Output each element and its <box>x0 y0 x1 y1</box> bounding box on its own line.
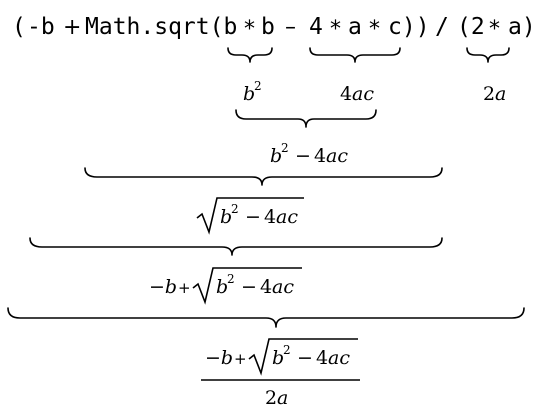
frac-radical-sign <box>248 338 358 376</box>
label-4ac: 4 ac <box>340 83 374 105</box>
code-times-4: * <box>489 17 500 42</box>
num-plus: + <box>178 279 191 297</box>
label-2a: 2 a <box>483 83 506 105</box>
frac-minus: − <box>297 347 313 369</box>
label-numerator-part: −b + b 2 − 4 ac <box>149 267 302 305</box>
disc-ac: ac <box>326 145 348 167</box>
ac-symbol: ac <box>352 83 374 105</box>
disc-4: 4 <box>314 145 326 167</box>
code-open-paren: ( <box>12 14 26 40</box>
brace-4ac <box>309 47 401 63</box>
frac-plus: + <box>234 350 247 368</box>
label-sqrt: b 2 − 4 ac <box>196 197 304 235</box>
disc-b: b <box>270 145 282 167</box>
frac-4: 4 <box>316 347 328 369</box>
code-times-1: * <box>244 17 255 42</box>
radical-sign <box>196 197 304 235</box>
label-discriminant: b 2 − 4 ac <box>270 141 348 167</box>
disc-minus: − <box>295 145 311 167</box>
code-a: a <box>348 14 362 40</box>
code-two-open: (2 <box>457 14 485 40</box>
code-minus: – <box>285 15 296 40</box>
brace-b-squared <box>227 47 273 63</box>
brace-2a <box>466 47 510 63</box>
code-sqrt-call: Math.sqrt(b <box>85 14 237 40</box>
code-b: b <box>261 14 275 40</box>
code-times-2: * <box>330 17 341 42</box>
frac-ac: ac <box>328 347 350 369</box>
frac-exp: 2 <box>283 343 291 357</box>
frac-b: b <box>272 347 284 369</box>
label-b-squared: b 2 <box>243 79 262 105</box>
num-radical-sign <box>192 267 302 305</box>
frac-neg-b: −b <box>205 347 233 369</box>
brace-sqrt <box>84 167 443 186</box>
code-four: 4 <box>309 14 323 40</box>
num-b: b <box>216 276 228 298</box>
code-c-close: c)) <box>388 14 430 40</box>
num-ac: ac <box>272 276 294 298</box>
denom-a: a <box>277 387 288 409</box>
coef-4: 4 <box>340 83 352 105</box>
coef-2: 2 <box>483 83 495 105</box>
code-neg-b: -b <box>27 14 55 40</box>
sqrt-ac: ac <box>276 206 298 228</box>
code-plus: + <box>63 15 81 40</box>
sqrt-b: b <box>220 206 232 228</box>
b-symbol: b <box>243 83 255 105</box>
code-a-close: a) <box>508 14 536 40</box>
sqrt-minus: − <box>245 206 261 228</box>
label-full-formula: −b + b 2 − 4 ac 2 a <box>201 338 360 409</box>
exponent-2: 2 <box>254 79 262 93</box>
sqrt-4: 4 <box>264 206 276 228</box>
a-symbol: a <box>495 83 506 105</box>
num-exp: 2 <box>227 272 235 286</box>
num-minus: − <box>241 276 257 298</box>
num-neg-b: −b <box>149 276 177 298</box>
brace-full <box>7 307 525 328</box>
code-expression: ( -b + Math.sqrt(b * b – 4 * a * c)) / (… <box>12 14 536 42</box>
code-slash: / <box>435 14 449 40</box>
denom-2: 2 <box>265 387 277 409</box>
disc-exp: 2 <box>281 141 289 155</box>
code-times-3: * <box>369 17 380 42</box>
brace-numerator-part <box>29 237 443 256</box>
num-4: 4 <box>260 276 272 298</box>
sqrt-exp: 2 <box>231 202 239 216</box>
brace-discriminant <box>235 109 377 128</box>
